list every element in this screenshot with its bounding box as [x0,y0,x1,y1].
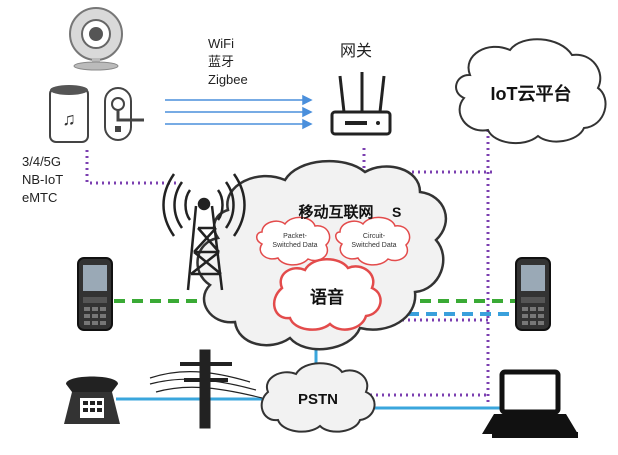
zigbee-protocol-label: Zigbee [208,72,248,87]
cellular-link-line [85,150,176,185]
wifi-protocol-label: WiFi [208,36,234,51]
mobile-phone-icon [77,257,113,331]
cellular-emtc-label: eMTC [22,190,57,205]
smart-speaker-icon: ♫ [49,85,89,143]
circuit-data-cloud [335,216,411,266]
circuit-data-label-line1: Circuit- [363,233,386,240]
cell-tower-icon [162,173,246,291]
router-icon [330,72,392,136]
webcam-icon [69,7,123,71]
door-lock-icon [104,87,144,141]
power-pole-icon [149,349,263,429]
bluetooth-protocol-label: 蓝牙 [208,54,234,69]
cellular-5g-label: 3/4/5G [22,154,61,169]
packet-data-label-line1: Packet- [283,233,307,240]
packet-data-cloud [256,216,331,266]
mobile-internet-label: 移动互联网 [298,203,373,221]
circuit-data-label-line2: Switched Data [351,242,396,249]
gateway-label: 网关 [340,42,372,60]
cellular-nbiot-label: NB-IoT [22,172,63,187]
wireless-arrows [165,94,313,130]
mobile-phone-icon [515,257,551,331]
pstn-label: PSTN [298,391,338,408]
telephone-icon [64,376,120,424]
svg-text:♫: ♫ [62,109,76,129]
cloud-partial-letter: S [392,204,401,220]
iot-platform-label: IoT云平台 [491,83,572,104]
packet-data-label-line2: Switched Data [272,242,317,249]
laptop-icon [482,369,578,438]
iot-platform-cloud [455,38,607,145]
voice-label: 语音 [310,287,344,307]
pstn-cloud [260,362,376,433]
voice-cloud [272,258,382,331]
